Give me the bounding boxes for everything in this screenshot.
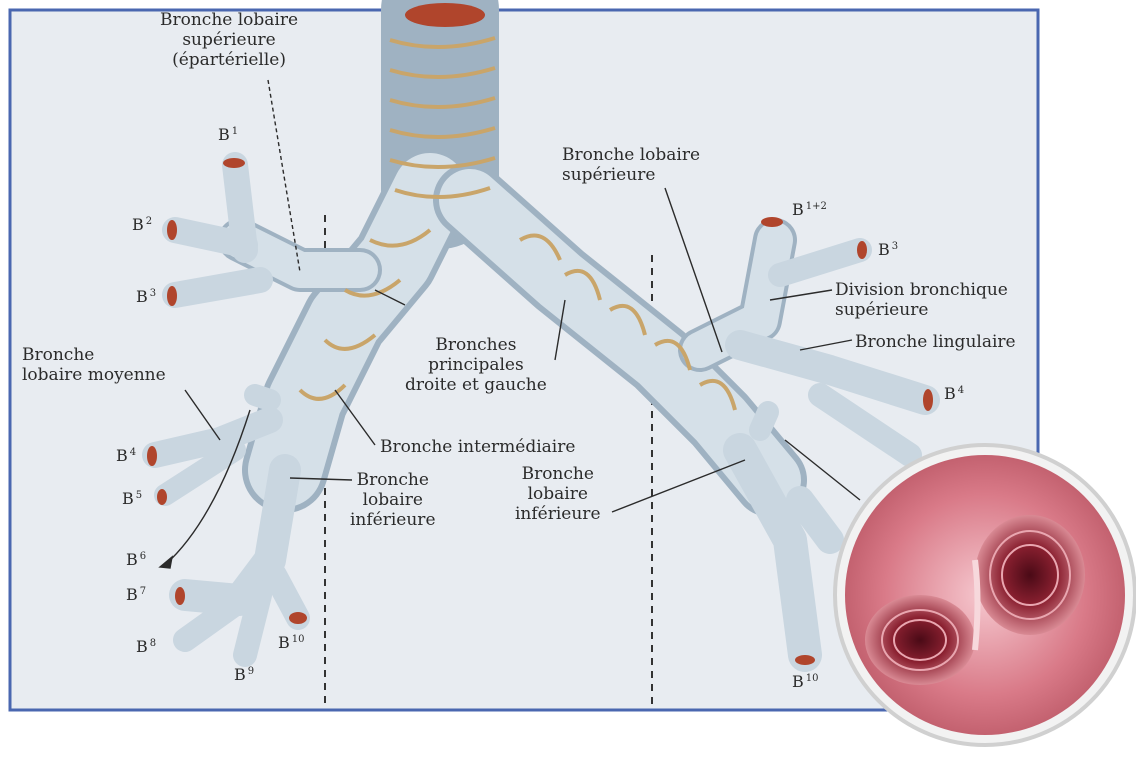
right-lower-lobe-label-line1: Bronche (350, 470, 436, 490)
segment-right-b5-base: B (122, 489, 134, 508)
segment-right-b7-number: 7 (140, 586, 146, 597)
left-lower-lobe-label-line2: lobaire (515, 484, 601, 504)
segment-right-b6-number: 6 (140, 551, 146, 562)
right-upper-lobe-label-line2: supérieure (160, 30, 298, 50)
bronchoscopy-inset (835, 445, 1135, 745)
main-bronchi-label: Bronches principales droite et gauche (405, 335, 547, 395)
left-upper-lobe-label-line2: supérieure (562, 165, 700, 185)
segment-right-b2-base: B (132, 215, 144, 234)
segment-left-b1-2-base: B (792, 200, 804, 219)
right-main-bronchus-orifice (975, 515, 1085, 635)
segment-right-b10-base: B (278, 633, 290, 652)
segment-right-b8-number: 8 (150, 638, 156, 649)
left-lower-lobe-label: Bronche lobaire inférieure (515, 464, 601, 524)
intermediate-bronchus-label: Bronche intermédiaire (380, 437, 575, 457)
right-lower-lobe-label: Bronche lobaire inférieure (350, 470, 436, 530)
left-upper-division-label-line1: Division bronchique (835, 280, 1008, 300)
main-bronchi-label-line1: Bronches (405, 335, 547, 355)
segment-right-b9-base: B (234, 665, 246, 684)
right-lower-lobe-label-line3: inférieure (350, 510, 436, 530)
left-lower-lobe-label-line3: inférieure (515, 504, 601, 524)
segment-left-b3-base: B (878, 240, 890, 259)
segment-left-b4-number: 4 (958, 385, 964, 396)
segment-left-b10-base: B (792, 672, 804, 691)
right-upper-lobe-label-line3: (épartérielle) (160, 50, 298, 70)
left-upper-lobe-label-line1: Bronche lobaire (562, 145, 700, 165)
segment-right-b4-base: B (116, 446, 128, 465)
segment-right-b6-base: B (126, 550, 138, 569)
right-lower-lobe-label-line2: lobaire (350, 490, 436, 510)
right-upper-lobe-label: Bronche lobaire supérieure (épartérielle… (160, 10, 298, 70)
middle-lobe-label-line1: Bronche (22, 345, 166, 365)
left-upper-division-label: Division bronchique supérieure (835, 280, 1008, 320)
middle-lobe-label-line2: lobaire moyenne (22, 365, 166, 385)
left-lower-lobe-label-line1: Bronche (515, 464, 601, 484)
segment-left-b10-number: 10 (806, 673, 819, 684)
segment-left-b3-number: 3 (892, 241, 898, 252)
segment-left-b1-2-number: 1+2 (806, 201, 827, 212)
segment-right-b8-base: B (136, 637, 148, 656)
segment-right-b1-base: B (218, 125, 230, 144)
main-bronchi-label-line2: principales (405, 355, 547, 375)
left-upper-division-label-line2: supérieure (835, 300, 1008, 320)
segment-right-b2-number: 2 (146, 216, 152, 227)
lingular-bronchus-label: Bronche lingulaire (855, 332, 1016, 352)
segment-right-b5-number: 5 (136, 490, 142, 501)
left-upper-lobe-label: Bronche lobaire supérieure (562, 145, 700, 185)
middle-lobe-label: Bronche lobaire moyenne (22, 345, 166, 385)
segment-right-b1-number: 1 (232, 126, 238, 137)
right-upper-lobe-label-line1: Bronche lobaire (160, 10, 298, 30)
carina (975, 560, 978, 650)
segment-right-b10-number: 10 (292, 634, 305, 645)
segment-right-b3-number: 3 (150, 288, 156, 299)
segment-right-b9-number: 9 (248, 666, 254, 677)
segment-left-b4-base: B (944, 384, 956, 403)
trachea-lumen (405, 3, 485, 27)
main-bronchi-label-line3: droite et gauche (405, 375, 547, 395)
segment-right-b3-base: B (136, 287, 148, 306)
segment-right-b7-base: B (126, 585, 138, 604)
segment-right-b4-number: 4 (130, 447, 136, 458)
